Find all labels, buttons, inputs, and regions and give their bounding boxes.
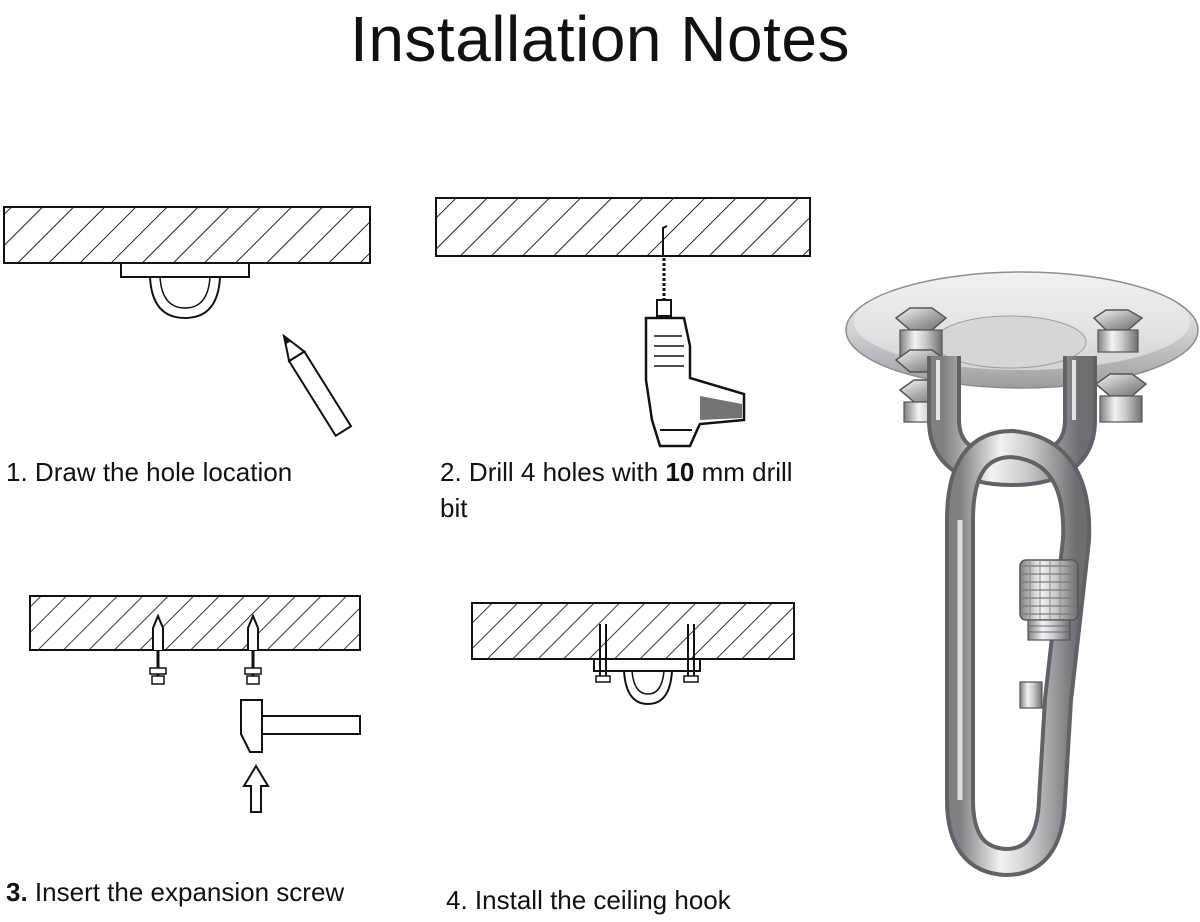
step-text: Drill 4 holes with (468, 457, 666, 487)
step-number: 4. (446, 885, 468, 915)
ceiling-hatch (3, 206, 371, 264)
step-text: Install the ceiling hook (474, 885, 731, 915)
step-3-label: 3. Insert the expansion screw (6, 874, 344, 910)
step-text: bit (440, 493, 468, 523)
nut-icon (1094, 373, 1148, 423)
drill-size-value: 10 (665, 457, 695, 487)
step-text: Insert the expansion screw (34, 877, 345, 907)
screw-lock-sleeve (1019, 559, 1079, 641)
nut-icon (894, 307, 948, 373)
expansion-screw (149, 613, 167, 685)
step1-illustration (3, 206, 371, 438)
step-2-label: 2. Drill 4 holes with 10 mm drill bit (440, 454, 840, 526)
step4-illustration (471, 602, 795, 706)
mount-u-bolt (149, 276, 221, 320)
step-text: mm drill (694, 457, 793, 487)
pencil-icon (282, 333, 353, 438)
expansion-screw (244, 613, 262, 685)
step-number: 2. (440, 457, 462, 487)
step-text: Draw the hole location (34, 457, 293, 487)
mount-plate (593, 658, 701, 672)
mount-plate (120, 262, 250, 278)
ceiling-hook-photo (845, 271, 1199, 878)
ceiling-hatch (435, 197, 811, 257)
nut-icon (1092, 309, 1144, 353)
step2-illustration (435, 197, 811, 448)
drill-icon (644, 258, 746, 448)
step3-illustration (29, 595, 361, 813)
step-number: 1. (6, 457, 28, 487)
page-title: Installation Notes (350, 3, 850, 75)
step-1-label: 1. Draw the hole location (6, 454, 292, 490)
ceiling-hatch (471, 602, 795, 660)
up-arrow-icon (242, 764, 270, 813)
ceiling-hatch (29, 595, 361, 651)
step-4-label: 4. Install the ceiling hook (446, 882, 731, 918)
hammer-icon (240, 699, 361, 753)
mount-u-bolt (623, 670, 673, 706)
step-number: 3. (6, 877, 28, 907)
